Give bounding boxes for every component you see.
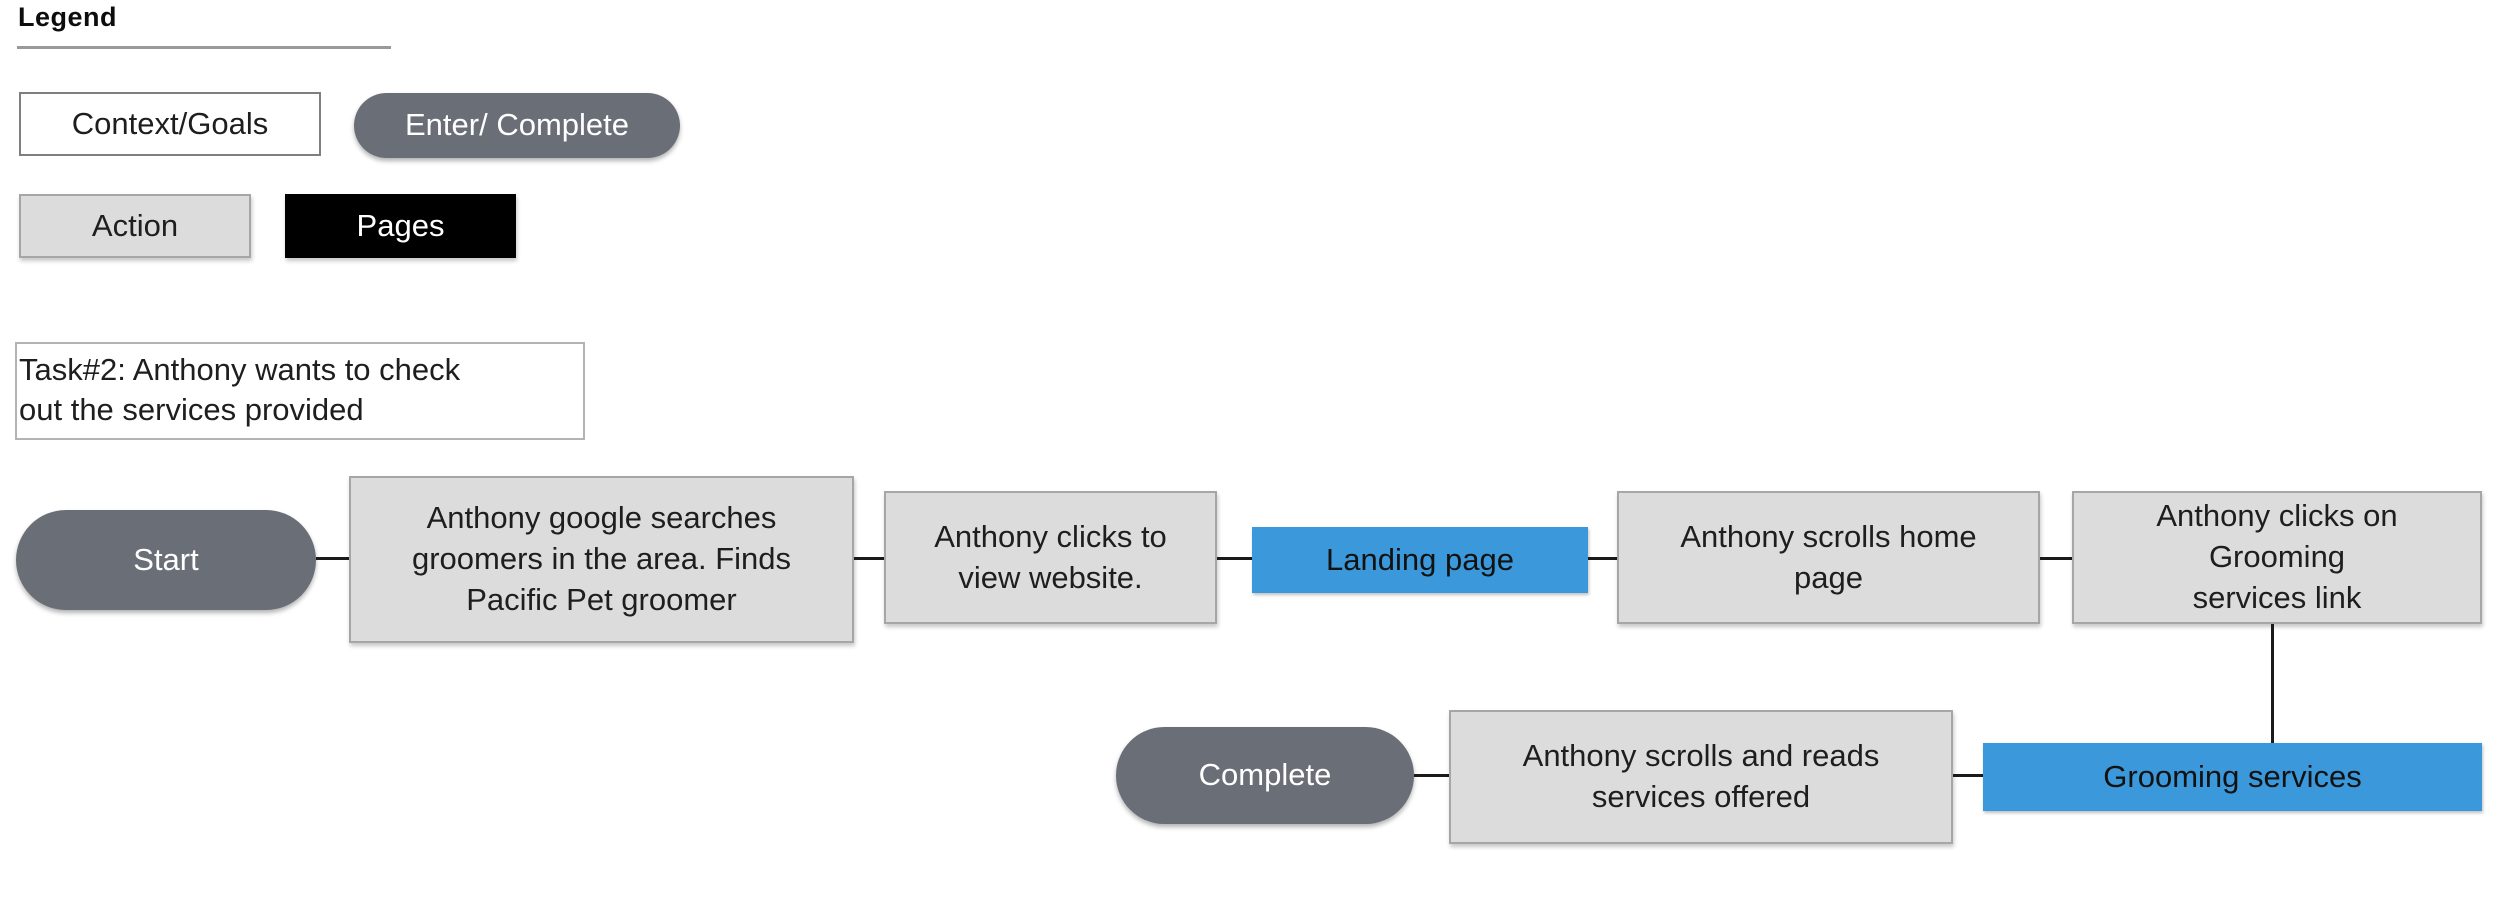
- legend-title: Legend: [18, 2, 118, 32]
- flow-node-click-view-website-label: Anthony clicks to view website.: [934, 518, 1167, 595]
- flow-node-complete-label: Complete: [1198, 757, 1332, 793]
- flow-node-search-groomers[interactable]: Anthony google searches groomers in the …: [349, 476, 854, 643]
- flow-node-scroll-read-services[interactable]: Anthony scrolls and reads services offer…: [1449, 710, 1953, 844]
- flow-node-click-grooming-link[interactable]: Anthony clicks on Grooming services link: [2072, 491, 2482, 624]
- legend-item-enter-complete-label: Enter/ Complete: [405, 107, 629, 143]
- edge-click-grooming-to-grooming-page: [2271, 624, 2274, 743]
- edge-scroll-read-to-complete: [1414, 774, 1449, 777]
- task-description-box[interactable]: Task#2: Anthony wants to check out the s…: [15, 342, 585, 440]
- task-description-label: Task#2: Anthony wants to check out the s…: [19, 352, 461, 427]
- edge-landing-to-scroll-home: [1588, 557, 1617, 560]
- flow-node-click-view-website[interactable]: Anthony clicks to view website.: [884, 491, 1217, 624]
- flow-node-start[interactable]: Start: [16, 510, 316, 610]
- flow-node-start-label: Start: [133, 541, 199, 577]
- flow-node-landing-page-label: Landing page: [1326, 541, 1514, 577]
- legend-item-pages[interactable]: Pages: [285, 194, 516, 258]
- legend-item-enter-complete[interactable]: Enter/ Complete: [354, 93, 680, 158]
- legend-item-context-goals-label: Context/Goals: [71, 105, 269, 141]
- legend-item-pages-label: Pages: [356, 207, 445, 243]
- edge-start-to-search: [316, 557, 349, 560]
- edge-scroll-home-to-click-grooming: [2040, 557, 2072, 560]
- flow-node-search-groomers-label: Anthony google searches groomers in the …: [411, 500, 792, 617]
- flow-node-scroll-read-services-label: Anthony scrolls and reads services offer…: [1522, 738, 1880, 814]
- flow-node-grooming-services-page[interactable]: Grooming services: [1983, 743, 2482, 811]
- flow-node-click-grooming-link-label: Anthony clicks on Grooming services link: [2156, 498, 2398, 615]
- flow-node-scroll-home-page-label: Anthony scrolls home page: [1680, 518, 1977, 595]
- edge-click-view-to-landing: [1217, 557, 1252, 560]
- legend-underline: [17, 46, 391, 49]
- edge-search-to-click-view: [854, 557, 884, 560]
- legend-item-action[interactable]: Action: [19, 194, 251, 258]
- edge-grooming-page-to-scroll-read: [1953, 774, 1983, 777]
- legend-item-action-label: Action: [91, 207, 179, 243]
- flow-node-landing-page[interactable]: Landing page: [1252, 527, 1588, 593]
- flow-node-grooming-services-page-label: Grooming services: [2103, 758, 2362, 794]
- flow-node-scroll-home-page[interactable]: Anthony scrolls home page: [1617, 491, 2040, 624]
- legend-item-context-goals[interactable]: Context/Goals: [19, 92, 321, 156]
- flow-node-complete[interactable]: Complete: [1116, 727, 1414, 824]
